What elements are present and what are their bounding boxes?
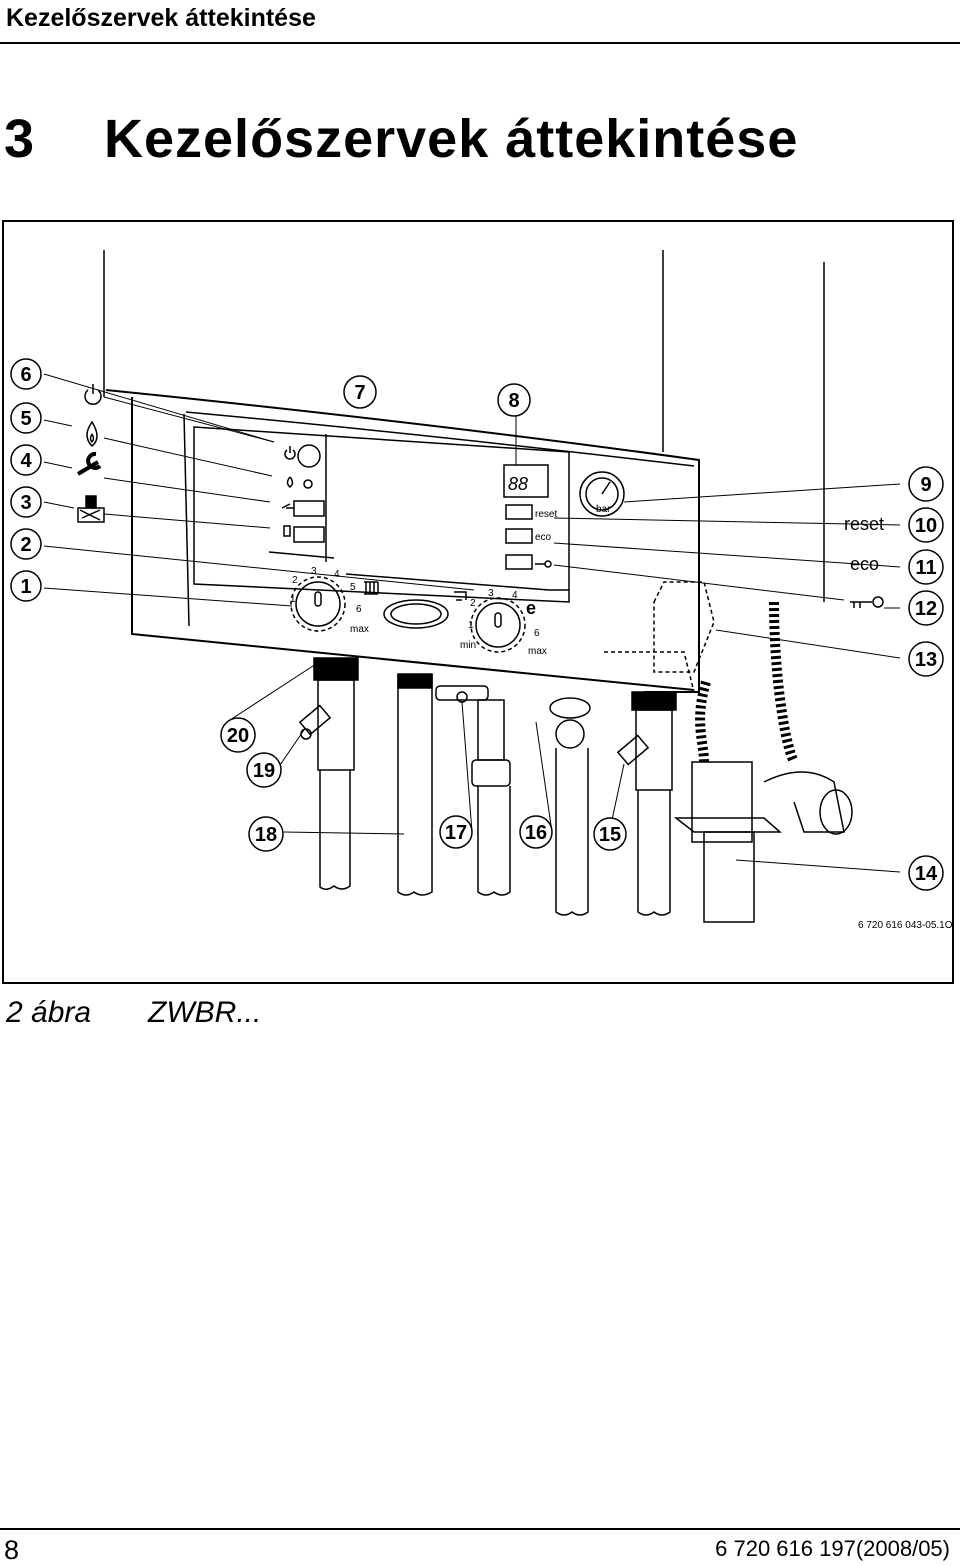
- knob-left-3: 3: [311, 566, 317, 577]
- knob-right-1: 1: [468, 620, 474, 631]
- callout-20: 20: [227, 725, 249, 747]
- footer-rule: [0, 1528, 960, 1530]
- pipe-15: [616, 691, 677, 916]
- callout-4: 4: [20, 450, 32, 472]
- callout-15: 15: [599, 824, 621, 846]
- figure-label: 2 ábra: [6, 996, 92, 1029]
- panel-eco-label: eco: [535, 532, 552, 543]
- callout-12: 12: [915, 598, 937, 620]
- callout-1: 1: [20, 576, 31, 598]
- callout-9: 9: [920, 474, 931, 496]
- knob-right-max: max: [528, 646, 547, 657]
- figure-boiler-controls: 88 bar reset eco 1 2 3 4 5 6 max: [2, 220, 954, 984]
- pipe-18: [397, 673, 433, 896]
- callout-6: 6: [20, 364, 31, 386]
- callout-10: 10: [915, 515, 937, 537]
- knob-left-4: 4: [334, 569, 340, 580]
- knob-right-6: 6: [534, 628, 540, 639]
- callout-16: 16: [525, 822, 547, 844]
- callout-18: 18: [255, 824, 277, 846]
- display-readout: 88: [508, 474, 528, 494]
- knob-left-6: 6: [356, 604, 362, 615]
- knob-right-e: e: [526, 598, 536, 618]
- power-icon: [84, 384, 102, 405]
- figure-caption-text: ZWBR...: [148, 996, 262, 1029]
- callout-19: 19: [253, 760, 275, 782]
- knob-left-max: max: [350, 624, 369, 635]
- chimney-sweep-icon: [77, 495, 105, 523]
- knob-left-2: 2: [292, 575, 298, 586]
- header-rule: [0, 42, 960, 44]
- knob-right-min: min: [460, 640, 476, 651]
- boiler-illustration: 88 bar reset eco 1 2 3 4 5 6 max: [10, 250, 953, 931]
- side-reset-label: reset: [844, 514, 884, 534]
- drawing-id: 6 720 616 043-05.1O: [858, 920, 953, 931]
- section-title-text: Kezelőszervek áttekintése: [104, 109, 799, 169]
- callout-7: 7: [354, 382, 365, 404]
- knob-right-4: 4: [512, 590, 518, 601]
- pipe-16: [549, 697, 591, 916]
- knob-right-3: 3: [488, 588, 494, 599]
- callout-14: 14: [915, 863, 938, 885]
- page-number: 8: [4, 1535, 20, 1565]
- figure-caption: 2 ábra ZWBR...: [6, 996, 261, 1030]
- side-eco-label: eco: [850, 554, 879, 574]
- knob-left-1: 1: [290, 594, 296, 605]
- section-heading: 3 Kezelőszervek áttekintése: [4, 108, 798, 170]
- running-header: Kezelőszervek áttekintése: [6, 4, 316, 32]
- knob-left-5: 5: [350, 582, 356, 593]
- flame-icon: [86, 420, 98, 448]
- panel-reset-label: reset: [535, 509, 557, 520]
- callout-2: 2: [20, 534, 31, 556]
- wrench-icon: [76, 451, 102, 476]
- knob-right-2: 2: [470, 598, 476, 609]
- siphon-assembly: [673, 601, 853, 923]
- section-number: 3: [4, 109, 36, 169]
- callout-3: 3: [20, 492, 31, 514]
- callout-11: 11: [915, 557, 936, 579]
- callout-5: 5: [20, 408, 31, 430]
- pipe-17: [435, 685, 511, 896]
- callout-8: 8: [508, 390, 519, 412]
- callout-17: 17: [445, 822, 467, 844]
- key-icon: [850, 596, 884, 608]
- gauge-unit: bar: [596, 504, 611, 515]
- callout-13: 13: [915, 649, 937, 671]
- document-code: 6 720 616 197(2008/05): [715, 1536, 950, 1561]
- pipe-20-19: [298, 657, 359, 890]
